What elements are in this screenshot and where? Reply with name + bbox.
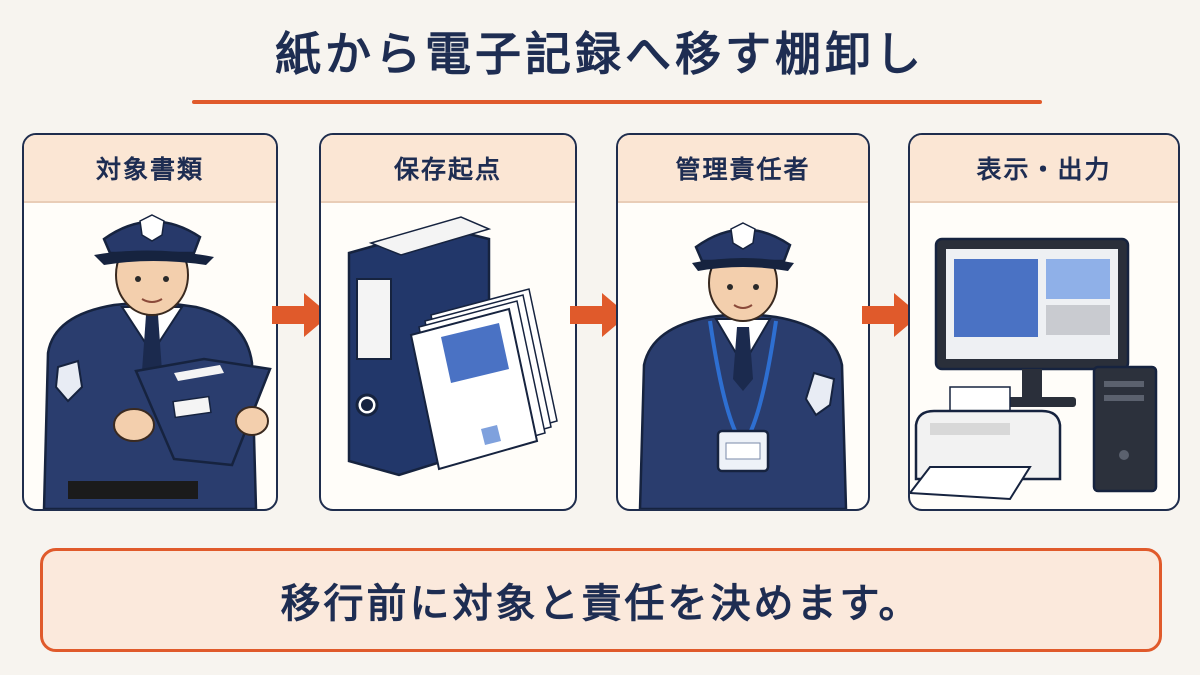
arrow-right-icon	[270, 290, 332, 344]
page-title: 紙から電子記録へ移す棚卸し	[275, 27, 925, 81]
step-label-4: 表示・出力	[910, 135, 1178, 203]
officer-reading-book-icon	[24, 203, 276, 509]
step-label-2: 保存起点	[321, 135, 575, 203]
binder-and-documents-icon	[321, 203, 575, 509]
officer-with-id-badge-icon	[618, 203, 868, 509]
arrow-right-icon	[860, 290, 922, 344]
step-panel-4: 表示・出力	[908, 133, 1180, 511]
title-underline	[192, 100, 1042, 104]
step-panel-3: 管理責任者	[616, 133, 870, 511]
monitor-printer-pc-icon	[910, 203, 1178, 509]
step-label-1: 対象書類	[24, 135, 276, 203]
summary-text: 移行前に対象と責任を決めます。	[280, 581, 922, 627]
step-label-3: 管理責任者	[618, 135, 868, 203]
step-panel-2: 保存起点	[319, 133, 577, 511]
step-panel-1: 対象書類	[22, 133, 278, 511]
arrow-right-icon	[568, 290, 630, 344]
summary-box: 移行前に対象と責任を決めます。	[40, 548, 1162, 652]
